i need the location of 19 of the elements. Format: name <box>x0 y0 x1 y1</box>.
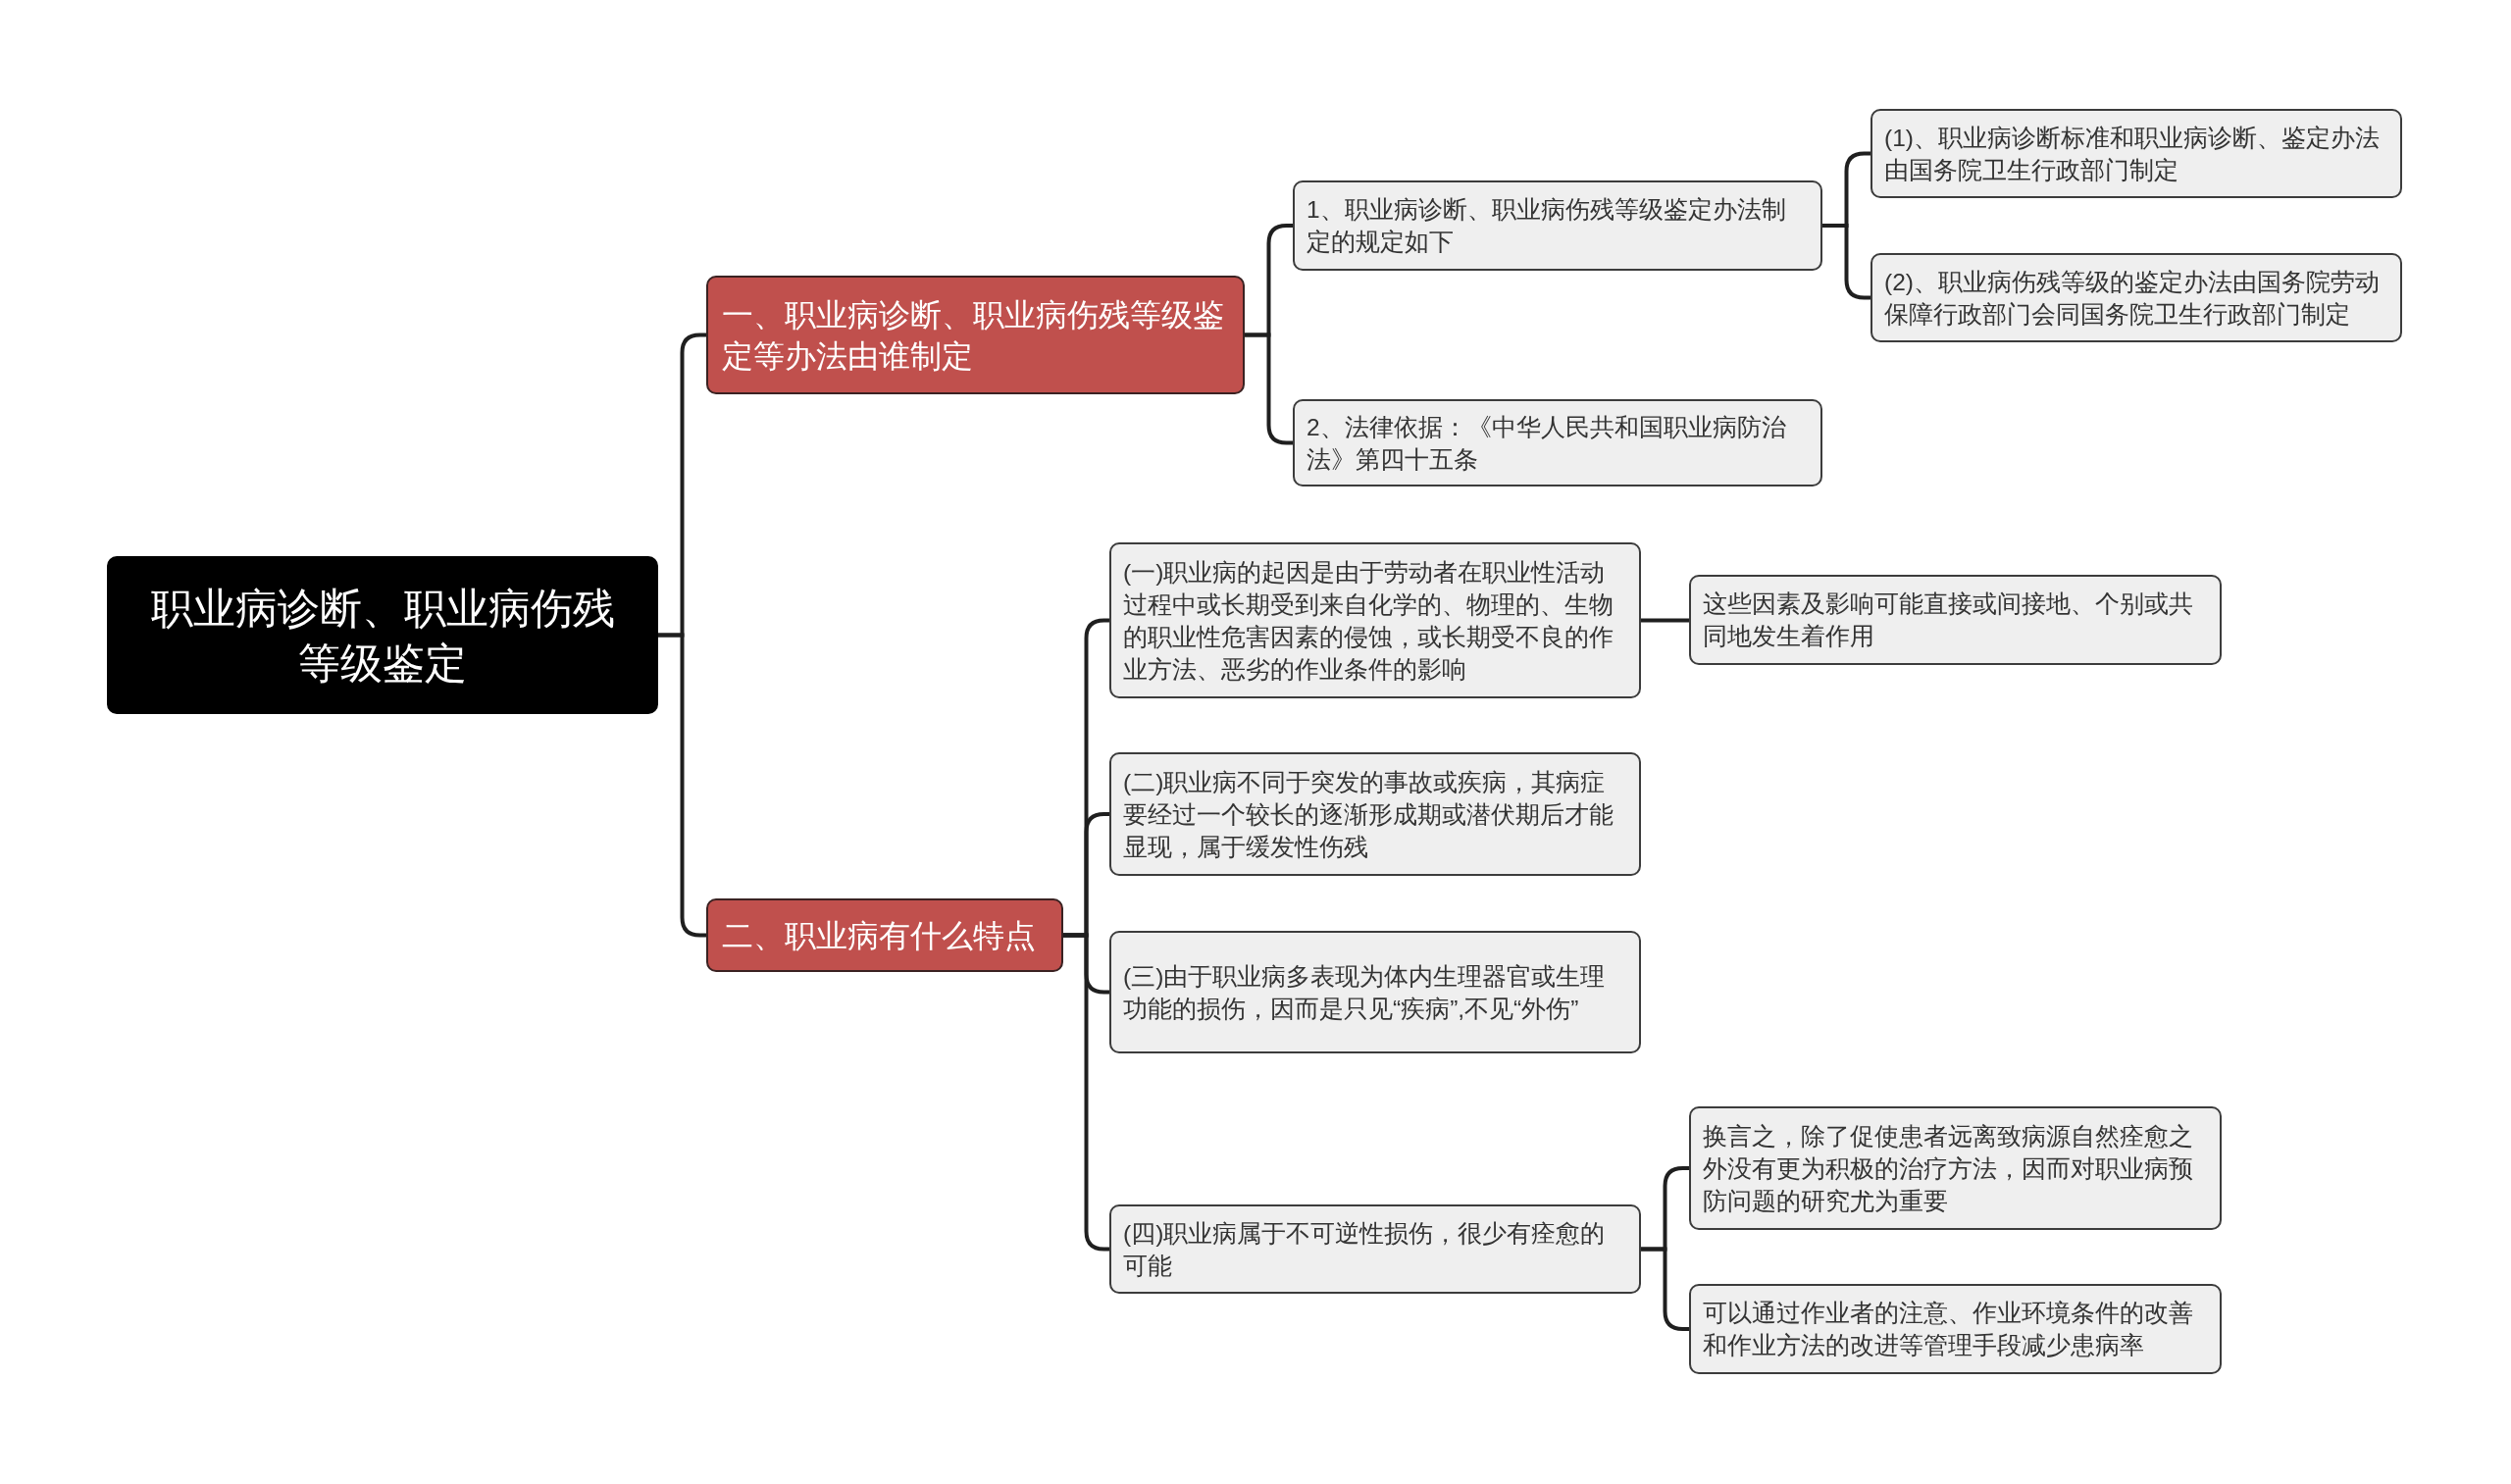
subtopic-box: (一)职业病的起因是由于劳动者在职业性活动过程中或长期受到来自化学的、物理的、生物的职业性危害因素的侵蚀，或长期受不良的作业方法、恶劣的作业条件的影响 <box>1109 542 1641 698</box>
subtopic-box: (四)职业病属于不可逆性损伤，很少有痊愈的可能 <box>1109 1204 1641 1294</box>
connector-line <box>658 633 706 938</box>
connector-line <box>1245 333 1293 445</box>
subtopic-box: 1、职业病诊断、职业病伤残等级鉴定办法制定的规定如下 <box>1293 180 1822 271</box>
connector-line <box>1641 618 1689 623</box>
subtopic-box: (1)、职业病诊断标准和职业病诊断、鉴定办法由国务院卫生行政部门制定 <box>1870 109 2402 198</box>
subtopic-box: 换言之，除了促使患者远离致病源自然痊愈之外没有更为积极的治疗方法，因而对职业病预防问题的研究尤为重要 <box>1689 1106 2222 1230</box>
subtopic-box: 可以通过作业者的注意、作业环境条件的改善和作业方法的改进等管理手段减少患病率 <box>1689 1284 2222 1374</box>
root-topic-box: 职业病诊断、职业病伤残等级鉴定 <box>107 556 658 714</box>
subtopic-box: (二)职业病不同于突发的事故或疾病，其病症要经过一个较长的逐渐形成期或潜伏期后才能显现，属于缓发性伤残 <box>1109 752 1641 876</box>
connector-line <box>1822 224 1870 300</box>
connector-line <box>1641 1247 1689 1331</box>
subtopic-box: 这些因素及影响可能直接或间接地、个别或共同地发生着作用 <box>1689 575 2222 665</box>
main-topic-box: 二、职业病有什么特点 <box>706 898 1063 972</box>
main-topic-box: 一、职业病诊断、职业病伤残等级鉴定等办法由谁制定 <box>706 276 1245 394</box>
subtopic-box: 2、法律依据：《中华人民共和国职业病防治法》第四十五条 <box>1293 399 1822 486</box>
subtopic-box: (三)由于职业病多表现为体内生理器官或生理功能的损伤，因而是只见“疾病”,不见“外伤” <box>1109 931 1641 1053</box>
subtopic-box: (2)、职业病伤残等级的鉴定办法由国务院劳动保障行政部门会同国务院卫生行政部门制定 <box>1870 253 2402 342</box>
